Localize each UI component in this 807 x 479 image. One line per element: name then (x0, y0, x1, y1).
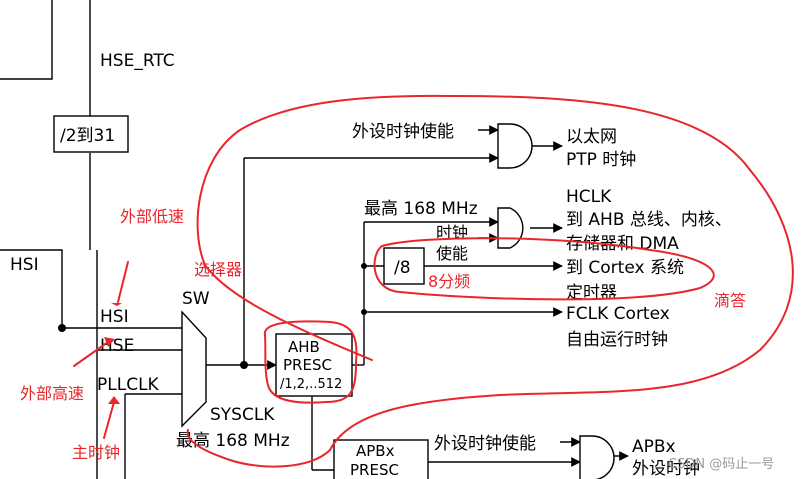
ethernet-label-1: 以太网 (566, 127, 617, 147)
sw-label: SW (182, 289, 210, 309)
clk-enable-label-2: 使能 (436, 244, 468, 263)
junction-dot (361, 263, 367, 269)
annotation-arrowhead (108, 396, 120, 404)
periph-enable-top-label: 外设时钟使能 (352, 121, 454, 142)
fclk-label-1: FCLK Cortex (566, 304, 670, 324)
pllclk-input-label: PLLCLK (97, 375, 160, 395)
hclk-label-3: 存储器和 DMA (566, 234, 679, 254)
annotation-arrowhead (104, 337, 115, 347)
div-2-31-label: /2到31 (60, 126, 115, 146)
annotation-ext-low-speed: 外部低速 (120, 207, 184, 226)
hsi-left-box (0, 249, 63, 328)
apbx-presc-box (333, 439, 429, 479)
junction-dot (361, 309, 367, 315)
annotation-selector: 选择器 (194, 260, 242, 279)
ahb-presc-label-2: PRESC (283, 356, 332, 374)
annotation-arrow-high-speed (73, 341, 109, 367)
annotation-systick: 滴答 (714, 291, 746, 310)
hsi-input-label: HSI (100, 307, 129, 327)
annotation-systick-loop (373, 237, 715, 301)
apbx-gate (579, 435, 615, 479)
div-2-31-box (53, 115, 129, 153)
rtc-box-border (0, 0, 53, 80)
periph-enable-bottom-label: 外设时钟使能 (434, 433, 536, 454)
ethernet-label-2: PTP 时钟 (566, 150, 636, 170)
annotation-outer-loop (186, 94, 794, 468)
annotation-main-clock: 主时钟 (72, 443, 120, 462)
hclk-label-1: HCLK (566, 187, 612, 207)
annotation-div8: 8分频 (428, 272, 470, 291)
hse-rtc-label: HSE_RTC (100, 51, 175, 71)
sw-mux (181, 310, 207, 428)
ahb-presc-label-3: /1,2,..512 (280, 377, 342, 392)
annotation-ahb-loop (263, 320, 358, 404)
junction-dot (58, 324, 66, 332)
ahb-presc-label-1: AHB (288, 338, 320, 356)
apbx-out-label-1: APBx (632, 437, 676, 457)
clk-enable-label-1: 时钟 (436, 223, 468, 242)
annotation-ext-high-speed: 外部高速 (20, 384, 84, 403)
apbx-presc-label-2: PRESC (350, 461, 399, 479)
max-168-bottom-label: 最高 168 MHz (176, 431, 290, 451)
apbx-out-label-2: 外设时钟 (632, 459, 700, 479)
annotation-arrow-main-clock (103, 401, 115, 439)
div8-label: /8 (394, 258, 411, 278)
fclk-label-2: 自由运行时钟 (566, 330, 668, 350)
junction-dot (240, 361, 248, 369)
cortex-timer-label-1: 到 Cortex 系统 (566, 258, 684, 278)
annotation-arrow-low-speed (117, 261, 129, 303)
hclk-label-2: 到 AHB 总线、内核、 (566, 210, 732, 230)
apbx-presc-label-1: APBx (356, 442, 395, 460)
watermark: CSDN @码止一号 (668, 457, 774, 472)
hclk-gate (497, 207, 524, 249)
max-168-mid-label: 最高 168 MHz (364, 199, 478, 219)
annotation-arrowhead (111, 303, 122, 306)
sysclk-label: SYSCLK (210, 405, 275, 425)
hsi-left-label: HSI (10, 255, 39, 275)
ethernet-gate (497, 123, 533, 169)
